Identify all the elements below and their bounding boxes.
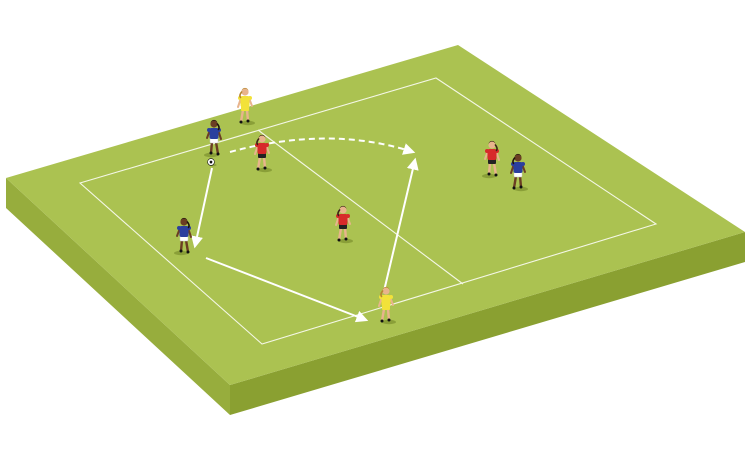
player-yellow xyxy=(378,286,396,325)
pass-arrow xyxy=(191,167,213,249)
players xyxy=(174,87,528,325)
dribble-run-arrow xyxy=(229,137,416,155)
area-boundary xyxy=(78,77,658,345)
player-yellow xyxy=(237,87,255,126)
player-blue xyxy=(510,153,528,192)
pass-arrow xyxy=(205,257,369,323)
soccer-ball-icon xyxy=(207,158,217,167)
player-red xyxy=(254,134,272,173)
player-red xyxy=(482,140,500,179)
pitch-front-side xyxy=(230,232,745,415)
pitch-left-side xyxy=(6,178,230,415)
player-blue xyxy=(174,217,192,256)
pitch-surface xyxy=(6,45,745,385)
movements xyxy=(191,137,419,323)
pass-arrow xyxy=(383,157,419,292)
halfway-line xyxy=(257,129,464,285)
player-red xyxy=(335,205,353,244)
pitch xyxy=(6,45,745,415)
pitch-markings xyxy=(78,77,658,345)
player-blue xyxy=(204,119,222,158)
